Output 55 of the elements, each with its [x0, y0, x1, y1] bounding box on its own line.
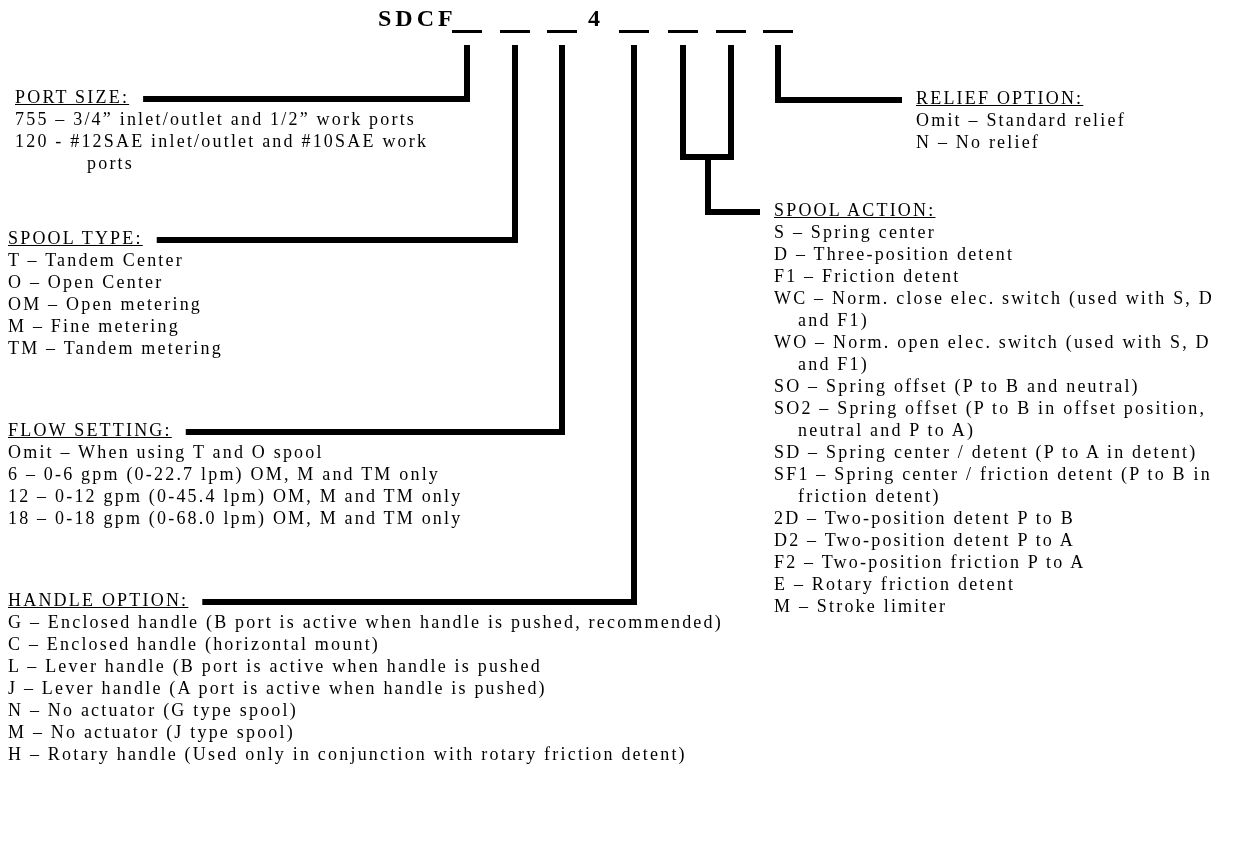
option-text: J – Lever handle (A port is active when handle is pushed)	[8, 677, 548, 699]
option-text: M – No actuator (J type spool)	[8, 721, 296, 743]
connector-line	[156, 45, 518, 243]
connector-line	[705, 45, 760, 215]
blank-line	[763, 30, 793, 33]
option-text: D2 – Two-position detent P to A	[774, 529, 1076, 551]
option-text: SD – Spring center / detent (P to A in detent)	[774, 441, 1199, 463]
option-text: M – Stroke limiter	[774, 595, 949, 617]
option-text: E – Rotary friction detent	[774, 573, 1017, 595]
option-text: SO2 – Spring offset (P to B in offset position, neutral and P to A)	[774, 397, 1208, 441]
option-text: OM – Open metering	[8, 293, 204, 315]
option-text: 12 – 0-12 gpm (0-45.4 lpm) OM, M and TM only	[8, 485, 464, 507]
section-heading: PORT SIZE:	[15, 86, 130, 108]
blank-line	[547, 30, 577, 33]
connector-line	[185, 45, 565, 435]
option-text: Omit – Standard relief	[916, 109, 1127, 131]
option-text: N – No relief	[916, 131, 1042, 153]
option-text: H – Rotary handle (Used only in conjunction with rotary friction detent)	[8, 743, 688, 765]
section-heading: HANDLE OPTION:	[8, 589, 189, 611]
blank-line	[619, 30, 649, 33]
option-text: G – Enclosed handle (B port is active when handle is pushed, recommended)	[8, 611, 724, 633]
blank-line	[668, 30, 698, 33]
blank-line	[452, 30, 482, 33]
blank-line	[716, 30, 746, 33]
model-code-text: SDCF	[378, 4, 457, 32]
option-text: C – Enclosed handle (horizontal mount)	[8, 633, 382, 655]
option-text: TM – Tandem metering	[8, 337, 224, 359]
blank-line	[500, 30, 530, 33]
section-heading: SPOOL ACTION:	[774, 199, 936, 221]
option-text: 18 – 0-18 gpm (0-68.0 lpm) OM, M and TM only	[8, 507, 464, 529]
option-text: T – Tandem Center	[8, 249, 185, 271]
connector-line	[775, 45, 902, 103]
option-text: M – Fine metering	[8, 315, 181, 337]
connector-line	[143, 45, 470, 102]
option-text: WO – Norm. open elec. switch (used with S, D and F1)	[774, 331, 1212, 375]
option-text: L – Lever handle (B port is active when handle is pushed	[8, 655, 543, 677]
option-text: WC – Norm. close elec. switch (used with S, D and F1)	[774, 287, 1215, 331]
option-text: 6 – 0-6 gpm (0-22.7 lpm) OM, M and TM only	[8, 463, 442, 485]
section-heading: FLOW SETTING:	[8, 419, 172, 441]
option-text: D – Three-position detent	[774, 243, 1016, 265]
model-code-text: 4	[588, 4, 604, 32]
option-text: F2 – Two-position friction P to A	[774, 551, 1087, 573]
connector-line	[202, 45, 637, 605]
section-heading: SPOOL TYPE:	[8, 227, 143, 249]
option-text: O – Open Center	[8, 271, 165, 293]
section-heading: RELIEF OPTION:	[916, 87, 1084, 109]
option-text: 120 - #12SAE inlet/outlet and #10SAE work ports	[15, 130, 430, 174]
option-text: Omit – When using T and O spool	[8, 441, 325, 463]
option-text: N – No actuator (G type spool)	[8, 699, 299, 721]
option-text: S – Spring center	[774, 221, 937, 243]
option-text: SF1 – Spring center / friction detent (P to B in friction detent)	[774, 463, 1213, 507]
option-text: 755 – 3/4” inlet/outlet and 1/2” work ports	[15, 108, 418, 130]
option-text: F1 – Friction detent	[774, 265, 962, 287]
option-text: 2D – Two-position detent P to B	[774, 507, 1076, 529]
option-text: SO – Spring offset (P to B and neutral)	[774, 375, 1141, 397]
